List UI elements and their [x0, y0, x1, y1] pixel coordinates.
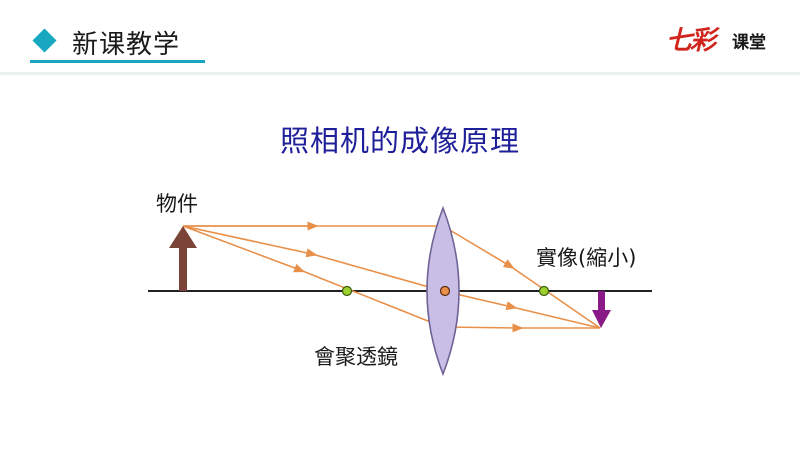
section-underline [30, 60, 205, 63]
lens-label: 會聚透鏡 [314, 345, 398, 369]
logo-text: 课堂 [732, 33, 766, 53]
ray-3-incident-tail [311, 253, 444, 292]
far-focal-point [538, 285, 550, 297]
ray-2-incident-tail [299, 269, 444, 328]
ray-3-incident [182, 225, 318, 258]
light-rays [182, 221, 601, 333]
ray-3-refracted-tail [511, 306, 601, 329]
object-arrow [169, 226, 197, 291]
logo-script-text: 七彩 [666, 26, 716, 56]
ray-2-incident [182, 225, 306, 273]
image-label: 實像(縮小) [536, 246, 636, 270]
header: 新课教学 七彩 课堂 [0, 0, 800, 75]
section-title: 新课教学 [72, 30, 181, 60]
image-arrow [592, 291, 611, 328]
near-focal-point [341, 285, 353, 297]
ray-1-refracted [442, 225, 515, 269]
header-divider [0, 72, 800, 75]
object-label: 物件 [156, 192, 198, 216]
page-title: 照相机的成像原理 [279, 124, 520, 158]
brand-logo: 七彩 课堂 [666, 20, 786, 60]
lens-center-point [439, 285, 451, 297]
ray-1-refracted-tail [509, 265, 601, 329]
